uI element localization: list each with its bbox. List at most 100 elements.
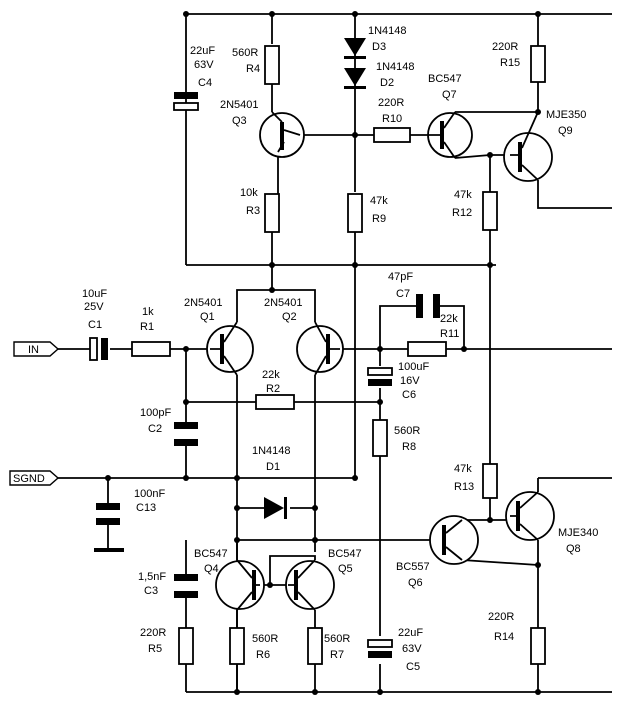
capacitor-c1: [89, 337, 108, 361]
capacitor-c4: [173, 92, 199, 111]
q1-part: 2N5401: [184, 297, 223, 309]
r13-value: 47k: [454, 463, 472, 475]
q2-part: 2N5401: [264, 297, 303, 309]
r14-value: 220R: [488, 611, 514, 623]
capacitor-c6: [367, 367, 393, 386]
d2-part: 1N4148: [376, 61, 415, 73]
c13-ref: C13: [136, 502, 156, 514]
resistor-r4: [264, 45, 280, 85]
r15-value: 220R: [492, 41, 518, 53]
capacitor-c7: [416, 294, 440, 318]
capacitor-c13: [96, 503, 120, 525]
resistor-r12: [482, 191, 498, 231]
capacitor-c2: [174, 422, 198, 446]
transistor-q9: [503, 111, 553, 182]
resistor-r2: [255, 394, 295, 410]
r9-value: 47k: [370, 195, 388, 207]
r13-ref: R13: [454, 481, 474, 493]
r12-value: 47k: [454, 189, 472, 201]
c5-ref: C5: [406, 661, 420, 673]
transistor-q4: [215, 559, 265, 611]
r11-value: 22k: [440, 313, 458, 325]
transistor-q6: [429, 515, 479, 565]
q7-part: BC547: [428, 73, 462, 85]
resistor-r9: [347, 193, 363, 233]
r7-ref: R7: [330, 649, 344, 661]
r15-ref: R15: [500, 57, 520, 69]
resistor-r10: [373, 127, 411, 143]
c1-ref: C1: [88, 319, 102, 331]
c5-value: 22uF: [398, 627, 423, 639]
c1-value: 10uF: [82, 288, 107, 300]
junctions: [105, 11, 541, 695]
diode-d1: [264, 497, 287, 519]
r10-value: 220R: [378, 97, 404, 109]
diodes: [264, 38, 366, 519]
q8-part: MJE340: [558, 527, 598, 539]
c4-rating: 63V: [194, 59, 214, 71]
d3-ref: D3: [372, 41, 386, 53]
labels: 10uF 25V C1 1k R1 2N5401 Q1 2N5401 Q2 10…: [82, 25, 598, 673]
port-in: IN: [13, 341, 60, 357]
transistor-q5: [285, 559, 335, 611]
q4-ref: Q4: [204, 563, 219, 575]
c5-rating: 63V: [402, 643, 422, 655]
c7-value: 47pF: [388, 271, 413, 283]
q9-part: MJE350: [546, 109, 586, 121]
q5-ref: Q5: [338, 563, 353, 575]
port-in-label: IN: [28, 344, 39, 356]
c6-ref: C6: [402, 389, 416, 401]
c4-ref: C4: [198, 77, 212, 89]
q5-part: BC547: [328, 548, 362, 560]
c1-rating: 25V: [84, 301, 104, 313]
resistor-r6: [229, 627, 245, 665]
r1-value: 1k: [142, 306, 154, 318]
transistor-q2: [296, 321, 344, 376]
r12-ref: R12: [452, 207, 472, 219]
d2-ref: D2: [380, 77, 394, 89]
q3-part: 2N5401: [220, 99, 259, 111]
transistor-q8: [505, 491, 555, 541]
d3-part: 1N4148: [368, 25, 407, 37]
r8-value: 560R: [394, 425, 420, 437]
q2-ref: Q2: [282, 311, 297, 323]
r9-ref: R9: [372, 213, 386, 225]
r3-ref: R3: [246, 205, 260, 217]
resistor-r14: [530, 627, 546, 665]
resistor-r11: [407, 341, 447, 357]
transistor-q1: [206, 321, 254, 376]
c6-rating: 16V: [400, 375, 420, 387]
q6-ref: Q6: [408, 577, 423, 589]
r11-ref: R11: [440, 328, 459, 340]
r1-ref: R1: [140, 321, 154, 333]
c4-value: 22uF: [190, 45, 215, 57]
c2-value: 100pF: [140, 407, 171, 419]
q9-ref: Q9: [558, 125, 573, 137]
c3-value: 1,5nF: [138, 571, 166, 583]
capacitor-c3: [174, 574, 198, 598]
resistor-r15: [530, 45, 546, 83]
c7-ref: C7: [396, 288, 410, 300]
port-sgnd-label: SGND: [13, 473, 45, 485]
r4-ref: R4: [246, 63, 260, 75]
transistor-q7: [427, 111, 473, 159]
resistor-r5: [178, 627, 194, 665]
r7-value: 560R: [324, 633, 350, 645]
q8-ref: Q8: [566, 543, 581, 555]
capacitor-c5: [367, 639, 393, 658]
transistor-q3: [259, 111, 305, 158]
c13-value: 100nF: [134, 488, 165, 500]
resistor-r3: [264, 193, 280, 233]
r2-value: 22k: [262, 369, 280, 381]
diode-d3: [344, 38, 366, 59]
wires: [58, 13, 612, 693]
d1-part: 1N4148: [252, 445, 291, 457]
resistor-r7: [307, 627, 323, 665]
r14-ref: R14: [494, 631, 514, 643]
resistors: [131, 45, 546, 665]
c3-ref: C3: [144, 585, 158, 597]
c2-ref: C2: [148, 423, 162, 435]
r8-ref: R8: [402, 441, 416, 453]
transistors: [206, 111, 555, 611]
